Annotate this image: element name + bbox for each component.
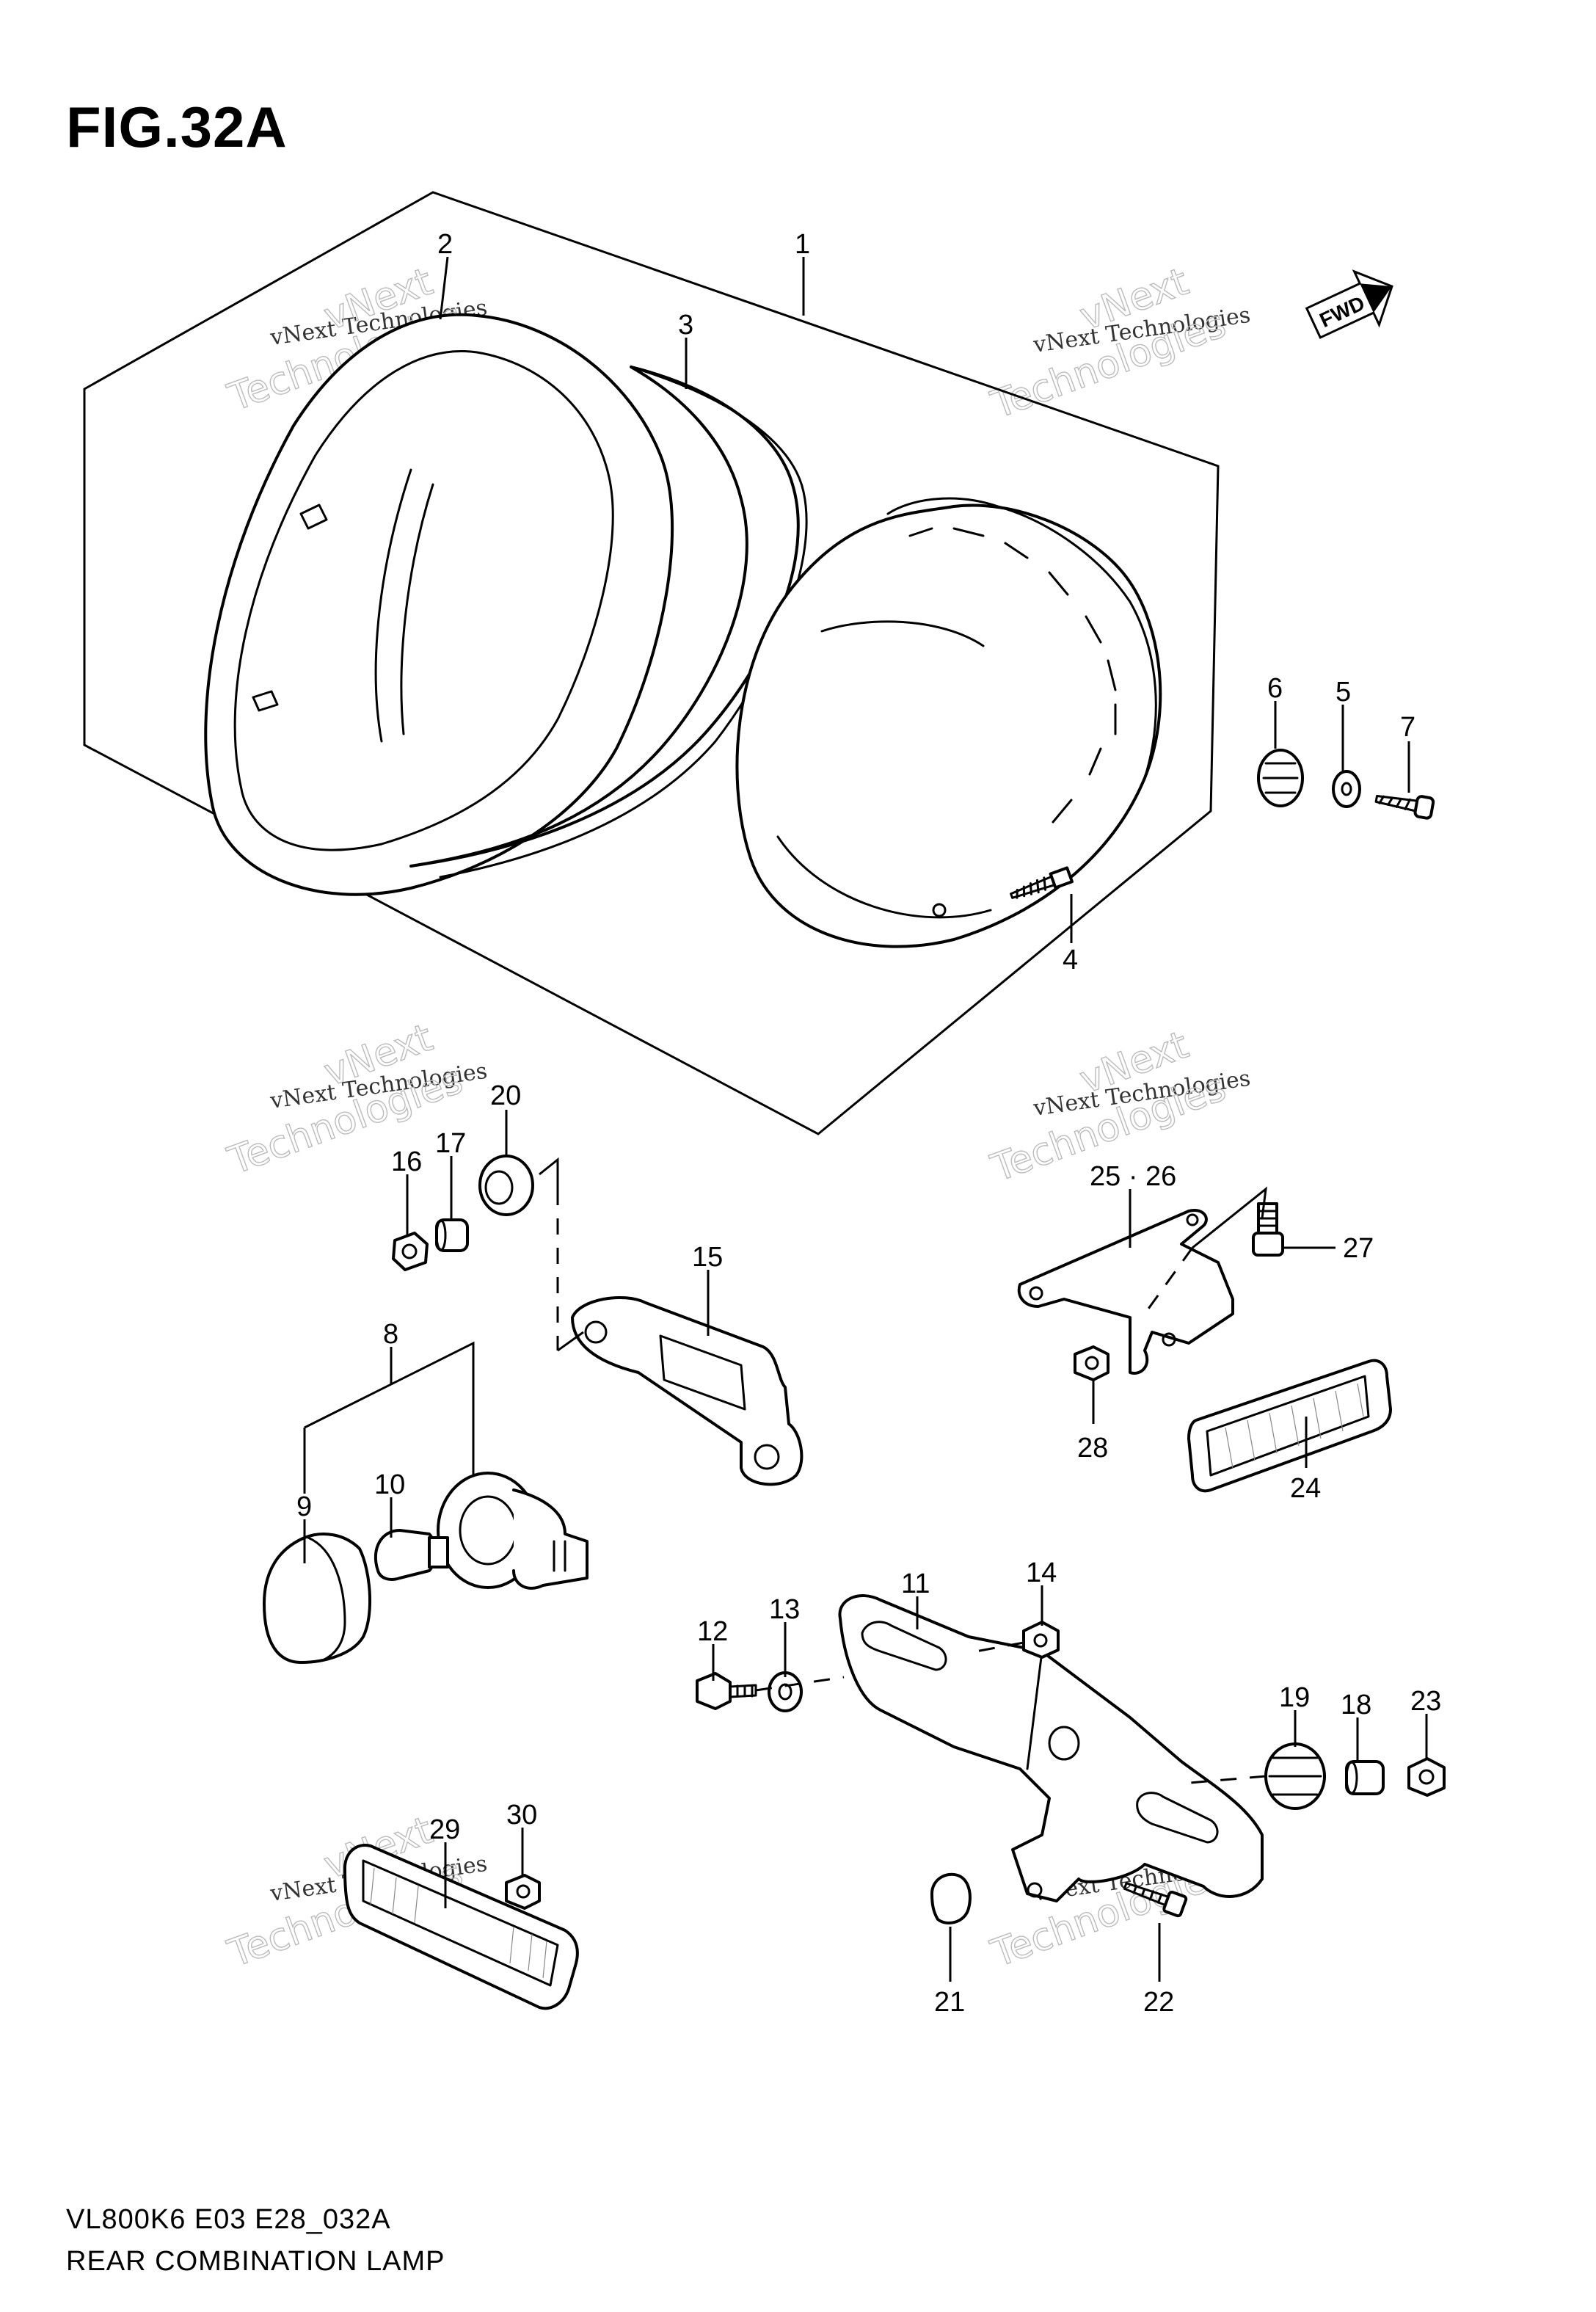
callout-2: 2 [437, 229, 453, 260]
leader-lines [303, 256, 1428, 1982]
callout-8: 8 [383, 1319, 398, 1350]
callout-24: 24 [1290, 1473, 1321, 1504]
part-28-nut [1074, 1345, 1109, 1381]
callout-4: 4 [1063, 945, 1078, 975]
callout-labels: 1 2 3 4 5 6 7 8 9 10 11 12 13 14 15 16 1… [296, 229, 1441, 2018]
callout-5: 5 [1336, 677, 1351, 708]
callout-23: 23 [1410, 1686, 1441, 1717]
callout-29: 29 [429, 1814, 460, 1845]
callout-10: 10 [374, 1469, 405, 1500]
part-11-bracket [838, 1594, 1264, 1902]
callout-16: 16 [391, 1146, 422, 1177]
part-20-grommet [478, 1155, 534, 1216]
callout-19: 19 [1279, 1682, 1310, 1713]
part-7-screw [1374, 795, 1435, 820]
callout-15: 15 [692, 1242, 723, 1273]
callout-27: 27 [1343, 1233, 1374, 1264]
part-16-nut [392, 1232, 429, 1271]
callout-3: 3 [678, 310, 693, 341]
part-25-26-bracket [1017, 1209, 1234, 1375]
callout-12: 12 [697, 1616, 728, 1647]
callout-13: 13 [769, 1594, 800, 1625]
part-22-bolt [1123, 1882, 1188, 1918]
part-15-bracket [571, 1295, 804, 1486]
part-1-lamp-body [735, 497, 1162, 948]
callout-20: 20 [490, 1080, 521, 1111]
callout-21: 21 [934, 1987, 965, 2018]
figure-name: REAR COMBINATION LAMP [66, 2246, 445, 2277]
part-21-cap [930, 1872, 972, 1924]
part-18-collar [1345, 1760, 1385, 1795]
part-23-nut [1407, 1757, 1446, 1797]
callout-14: 14 [1026, 1557, 1057, 1588]
part-13-washer [768, 1671, 803, 1712]
callout-28: 28 [1077, 1433, 1108, 1464]
part-6-grommet [1257, 749, 1304, 807]
part-4-screw [1010, 866, 1074, 899]
part-27-bolt [1252, 1202, 1284, 1257]
part-30-nut [505, 1874, 541, 1910]
figure-code: VL800K6 E03 E28_032A [66, 2204, 391, 2235]
assembly-box [83, 191, 1220, 1135]
part-5-washer [1332, 770, 1361, 808]
part-14-nut [1022, 1621, 1060, 1659]
callout-6: 6 [1267, 673, 1283, 704]
callout-17: 17 [435, 1128, 466, 1159]
callout-18: 18 [1341, 1690, 1371, 1720]
part-2-lens-rim [204, 313, 674, 896]
part-24-reflector [1187, 1359, 1392, 1493]
fwd-arrow-icon: FWD [1305, 269, 1393, 339]
callout-9: 9 [296, 1491, 312, 1522]
part-8-socket [437, 1472, 589, 1590]
callout-30: 30 [506, 1800, 537, 1831]
part-12-bolt [696, 1672, 757, 1710]
part-9-lens [263, 1533, 372, 1664]
part-10-bulb [374, 1529, 449, 1581]
callout-25-26: 25 · 26 [1090, 1161, 1176, 1192]
callout-22: 22 [1143, 1987, 1174, 2018]
callout-1: 1 [795, 229, 810, 260]
part-29-reflector [343, 1844, 579, 2010]
figure-title: FIG.32A [66, 95, 288, 159]
callout-7: 7 [1400, 712, 1415, 743]
callout-11: 11 [901, 1568, 930, 1599]
part-17-collar [435, 1218, 469, 1252]
part-19-grommet [1264, 1742, 1326, 1810]
